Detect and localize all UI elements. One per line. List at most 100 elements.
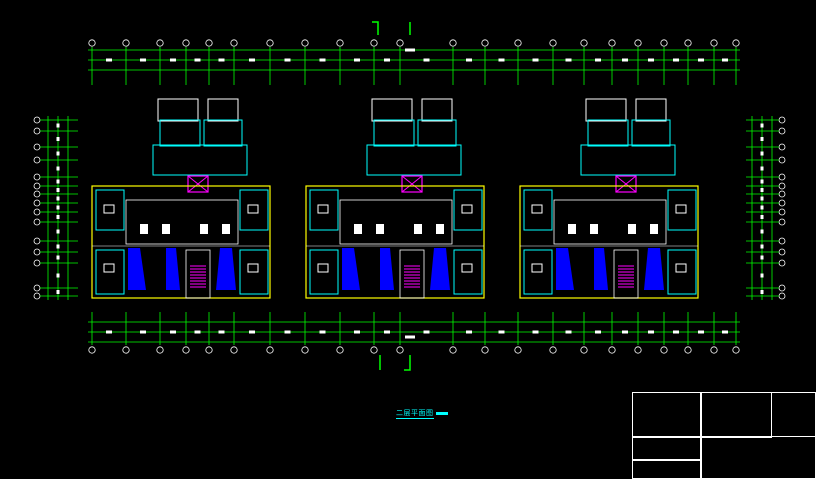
dimension-lines (47, 48, 773, 343)
dimension-text-bottom (722, 330, 728, 334)
floor-outline (305, 185, 485, 299)
dimension-text-left (56, 215, 60, 219)
axis-bubble-top (205, 39, 213, 47)
room-outline (523, 189, 553, 231)
axis-bubble-left (33, 237, 41, 245)
axis-bubble-bottom (370, 346, 378, 354)
elevator-shaft (187, 175, 209, 193)
dimension-text-bottom (466, 330, 472, 334)
axis-bubble-bottom (634, 346, 642, 354)
axis-bubble-right (778, 156, 786, 164)
fixture (376, 224, 384, 234)
room-outline (523, 249, 553, 295)
axis-bubble-top (182, 39, 190, 47)
dimension-text-top (622, 58, 628, 62)
axis-bubble-bottom (660, 346, 668, 354)
dimension-text-top (423, 58, 430, 62)
axis-bubble-right (778, 218, 786, 226)
dimension-text-left (56, 273, 60, 278)
dimension-text-top (532, 58, 539, 62)
dimension-text-left (56, 151, 60, 156)
room-outline (239, 249, 269, 295)
axis-bubble-right (778, 208, 786, 216)
dimension-text-right (760, 244, 764, 249)
furniture-block (216, 248, 236, 290)
dimension-text-top (698, 58, 704, 62)
axis-bubble-bottom (205, 346, 213, 354)
axis-bubble-left (33, 156, 41, 164)
dimension-text-top (565, 58, 572, 62)
fixture (590, 224, 598, 234)
furniture-block (380, 248, 394, 290)
bed-icon (103, 263, 115, 273)
dimension-text-bottom (319, 330, 326, 334)
dimension-text-top (170, 58, 176, 62)
living-room (339, 199, 453, 245)
dimension-text-right (760, 137, 764, 141)
axis-bubble-bottom (336, 346, 344, 354)
axis-bubble-bottom (549, 346, 557, 354)
room-outline (453, 189, 483, 231)
axis-bubble-top (684, 39, 692, 47)
axis-bubble-top (370, 39, 378, 47)
dimension-text-bottom (698, 330, 704, 334)
axis-bubble-bottom (230, 346, 238, 354)
dimension-text-right (760, 179, 764, 184)
dimension-text-bottom (498, 330, 505, 334)
axis-bubble-left (33, 143, 41, 151)
fixture (414, 224, 422, 234)
axis-bubble-right (778, 190, 786, 198)
axis-bubble-top (634, 39, 642, 47)
furniture-block (342, 248, 360, 290)
furniture-block (644, 248, 664, 290)
dimension-text-bottom (622, 330, 628, 334)
axis-bubble-top (396, 39, 404, 47)
dimension-text-bottom (170, 330, 176, 334)
dimension-text-left (56, 166, 60, 171)
axis-bubble-bottom (88, 346, 96, 354)
fixture (140, 224, 148, 234)
building-unit (519, 98, 699, 299)
stair-tower-room (157, 98, 199, 122)
axis-bubble-top (266, 39, 274, 47)
dimension-text-right (760, 123, 764, 128)
axis-bubble-bottom (266, 346, 274, 354)
fixture (222, 224, 230, 234)
stair-tower-room (421, 98, 453, 122)
axis-bubble-bottom (514, 346, 522, 354)
bed-icon (247, 204, 259, 214)
dimension-text-bottom (140, 330, 146, 334)
drawing-title: 二层平面图 (396, 409, 434, 419)
dimension-text-right (760, 166, 764, 171)
fixture (200, 224, 208, 234)
axis-bubble-left (33, 248, 41, 256)
dimension-text-bottom (532, 330, 539, 334)
axis-bubble-left (33, 182, 41, 190)
room-outline (587, 119, 629, 147)
dimension-text-right (760, 255, 764, 260)
axis-bubble-left (33, 116, 41, 124)
axis-bubble-left (33, 208, 41, 216)
axis-bubble-right (778, 116, 786, 124)
furniture-block (594, 248, 608, 290)
elevator-shaft (401, 175, 423, 193)
axis-bubble-top (608, 39, 616, 47)
dimension-text-top (140, 58, 146, 62)
section-mark-top-left (372, 21, 379, 35)
dimension-text-left (56, 290, 60, 294)
axis-bubble-right (778, 259, 786, 267)
dimension-text-top (498, 58, 505, 62)
axis-bubble-left (33, 218, 41, 226)
dimension-text-bottom (106, 330, 112, 334)
fixture (436, 224, 444, 234)
room-outline (631, 119, 671, 147)
axis-bubble-top (449, 39, 457, 47)
bed-icon (461, 204, 473, 214)
furniture-block (430, 248, 450, 290)
dimension-text-right (760, 151, 764, 156)
stair-tower-room (585, 98, 627, 122)
axis-bubble-bottom (396, 346, 404, 354)
dimension-text-bottom (423, 330, 430, 334)
bed-icon (675, 204, 687, 214)
